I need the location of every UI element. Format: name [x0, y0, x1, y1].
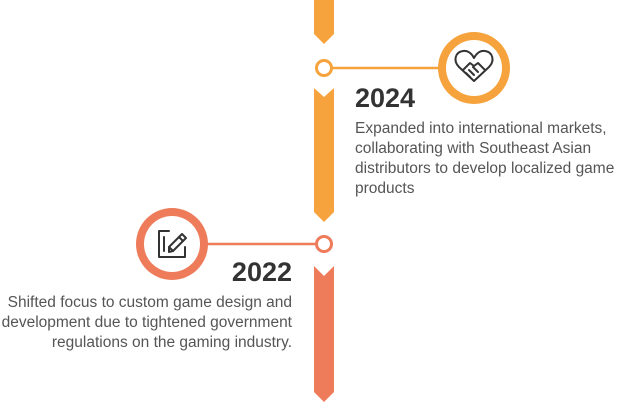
icon-badge-2022 — [136, 208, 208, 280]
edit-document-icon — [158, 230, 187, 258]
timeline-segment-top — [314, 0, 334, 44]
event-description-2022: Shifted focus to custom game design and … — [1, 294, 292, 351]
icon-badge-2024 — [438, 32, 510, 104]
timeline-node-2022 — [315, 235, 333, 253]
timeline-segment-coral — [314, 266, 334, 402]
event-year-2022: 2022 — [231, 257, 292, 287]
timeline-node-2024 — [315, 59, 333, 77]
timeline-segment-orange — [314, 88, 334, 222]
event-description-2024: Expanded into international markets, col… — [355, 120, 615, 197]
event-year-2024: 2024 — [355, 83, 416, 113]
handshake-heart-icon — [454, 49, 494, 82]
